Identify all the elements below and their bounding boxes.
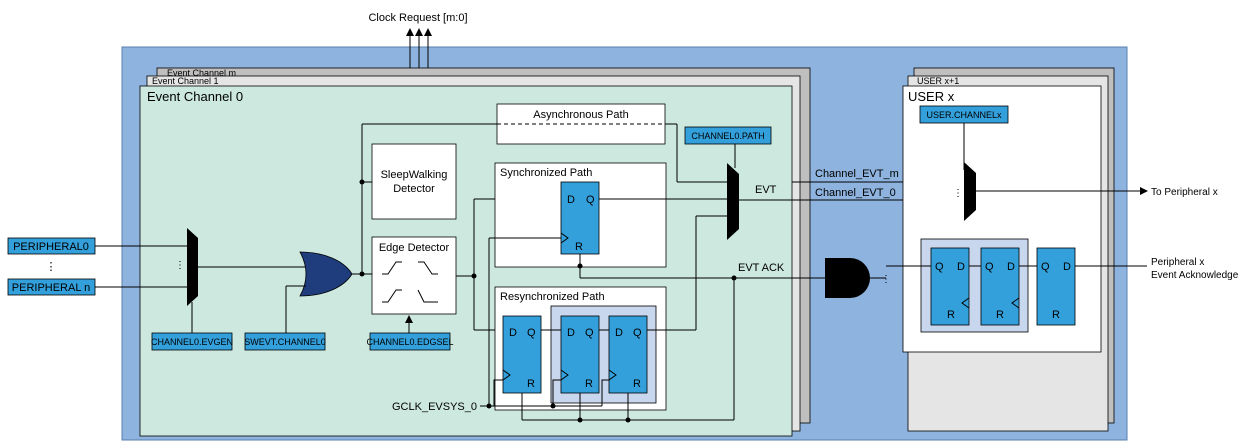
svg-text:R: R xyxy=(633,378,641,390)
svg-text:Q: Q xyxy=(586,194,595,206)
svg-text:Asynchronous Path: Asynchronous Path xyxy=(533,109,628,121)
user-flipflop-3: Q D R xyxy=(1036,247,1076,326)
svg-text:SleepWalking: SleepWalking xyxy=(381,169,448,181)
channel-evt-0-label: Channel_EVT_0 xyxy=(815,187,896,199)
svg-text:CHANNEL0.PATH: CHANNEL0.PATH xyxy=(691,131,764,141)
and-gate xyxy=(825,258,870,298)
svg-text:Q: Q xyxy=(1041,261,1050,273)
svg-text:D: D xyxy=(1063,261,1071,273)
user-mux xyxy=(964,162,976,221)
svg-text:CHANNEL0.EDGSEL: CHANNEL0.EDGSEL xyxy=(366,337,453,347)
svg-text:Synchronized Path: Synchronized Path xyxy=(500,167,592,179)
svg-text:Event Channel m: Event Channel m xyxy=(167,68,236,78)
svg-text:⋮: ⋮ xyxy=(175,260,185,271)
peripheral-ellipsis: ⋮ xyxy=(46,261,57,273)
svg-text:Resynchronized Path: Resynchronized Path xyxy=(500,291,605,303)
svg-text:Edge Detector: Edge Detector xyxy=(379,242,450,254)
svg-text:⋮: ⋮ xyxy=(953,188,963,199)
svg-text:⋮: ⋮ xyxy=(881,274,891,285)
or-gate xyxy=(299,251,353,297)
svg-text:R: R xyxy=(947,309,955,321)
svg-text:Q: Q xyxy=(633,327,642,339)
ack-output-line2: Event Acknowledge xyxy=(1151,270,1239,281)
user-flipflop-2: Q D R xyxy=(980,247,1020,326)
resync-flipflop-1: D Q R xyxy=(502,315,542,394)
svg-text:Event Channel 0: Event Channel 0 xyxy=(147,89,243,104)
channel-evt-m-label: Channel_EVT_m xyxy=(815,168,899,180)
svg-text:D: D xyxy=(957,261,965,273)
svg-text:D: D xyxy=(567,327,575,339)
svg-text:D: D xyxy=(509,327,517,339)
svg-text:Q: Q xyxy=(585,327,594,339)
to-peripheral-label: To Peripheral x xyxy=(1151,187,1218,198)
svg-text:PERIPHERAL0: PERIPHERAL0 xyxy=(13,241,89,253)
gclk-label: GCLK_EVSYS_0 xyxy=(392,401,477,413)
svg-text:Event Channel 1: Event Channel 1 xyxy=(152,76,219,86)
svg-text:Q: Q xyxy=(985,261,994,273)
svg-text:SWEVT.CHANNEL0: SWEVT.CHANNEL0 xyxy=(244,337,326,347)
svg-text:USER.CHANNELx: USER.CHANNELx xyxy=(926,110,1002,120)
svg-text:D: D xyxy=(567,194,575,206)
evgen-register: CHANNEL0.EVGEN xyxy=(151,332,233,351)
input-mux xyxy=(187,228,198,306)
peripheral0-block: PERIPHERAL0 xyxy=(7,237,96,255)
path-mux xyxy=(727,163,739,240)
svg-text:PERIPHERAL n: PERIPHERAL n xyxy=(12,282,90,294)
peripheraln-block: PERIPHERAL n xyxy=(7,278,96,296)
svg-text:R: R xyxy=(996,309,1004,321)
svg-text:USER x+1: USER x+1 xyxy=(917,76,959,86)
svg-text:USER x: USER x xyxy=(908,89,955,104)
swevt-register: SWEVT.CHANNEL0 xyxy=(244,332,326,351)
evt-ack-label: EVT ACK xyxy=(738,262,785,274)
svg-text:Q: Q xyxy=(935,261,944,273)
resync-flipflop-2: D Q R xyxy=(560,315,600,394)
svg-text:CHANNEL0.EVGEN: CHANNEL0.EVGEN xyxy=(151,337,233,347)
svg-text:Detector: Detector xyxy=(393,183,435,195)
sync-flipflop: D Q R xyxy=(560,181,600,255)
clock-request-label: Clock Request [m:0] xyxy=(368,12,467,24)
sleepwalking-detector: SleepWalking Detector xyxy=(371,143,457,220)
svg-text:D: D xyxy=(615,327,623,339)
svg-text:R: R xyxy=(575,241,583,253)
svg-text:R: R xyxy=(585,378,593,390)
svg-text:Q: Q xyxy=(527,327,536,339)
svg-text:R: R xyxy=(1052,309,1060,321)
ack-output-line1: Peripheral x xyxy=(1151,257,1204,268)
user-flipflop-1: Q D R xyxy=(930,247,970,326)
svg-text:D: D xyxy=(1007,261,1015,273)
asynchronous-path: Asynchronous Path xyxy=(496,103,666,145)
event-channel-0: Event Channel 0 xyxy=(139,85,793,437)
edgsel-register: CHANNEL0.EDGSEL xyxy=(366,332,454,351)
resync-flipflop-3: D Q R xyxy=(608,315,648,394)
user-channel-register: USER.CHANNELx xyxy=(919,105,1009,124)
path-register: CHANNEL0.PATH xyxy=(684,126,772,145)
edge-detector: Edge Detector xyxy=(371,236,457,315)
evt-label: EVT xyxy=(755,184,777,196)
svg-text:R: R xyxy=(527,378,535,390)
